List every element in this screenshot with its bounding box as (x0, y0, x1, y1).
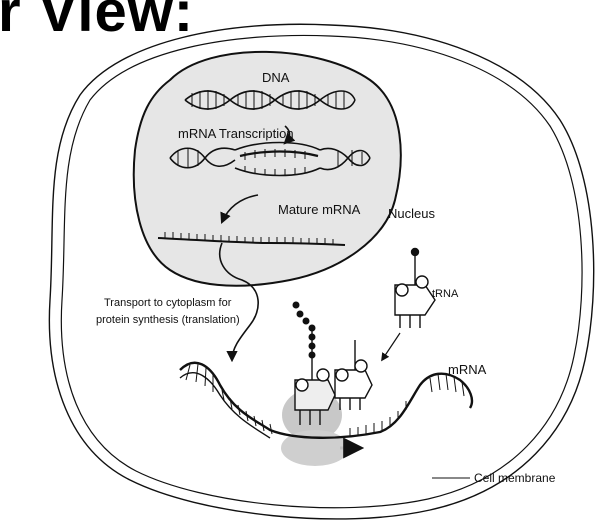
arrow-trna (381, 332, 401, 362)
label-dna: DNA (262, 70, 290, 85)
label-mature-mrna: Mature mRNA (278, 202, 361, 217)
trna-incoming (334, 340, 373, 410)
arrow-mature-mrna (220, 194, 259, 225)
nucleus (132, 50, 402, 287)
label-transport-line2: protein synthesis (translation) (96, 314, 240, 326)
label-transcription: mRNA Transcription (178, 126, 294, 141)
arrow-transcription (283, 125, 296, 145)
cytoplasm-mrna (179, 361, 474, 439)
trna-free (394, 247, 436, 328)
label-trna: tRNA (432, 288, 459, 300)
peptide-chain (292, 301, 316, 359)
label-mrna: mRNA (448, 362, 487, 377)
mature-mrna-strand (157, 232, 346, 246)
label-cell-membrane: Cell membrane (474, 471, 556, 485)
arrow-transport (218, 242, 259, 363)
label-nucleus: Nucleus (388, 206, 435, 221)
cell-membrane-inner (60, 34, 583, 509)
label-transport-line1: Transport to cytoplasm for (104, 297, 232, 309)
dna-helix (184, 90, 356, 110)
page-heading: r View: (0, 0, 195, 44)
transcription-helix (169, 141, 371, 177)
